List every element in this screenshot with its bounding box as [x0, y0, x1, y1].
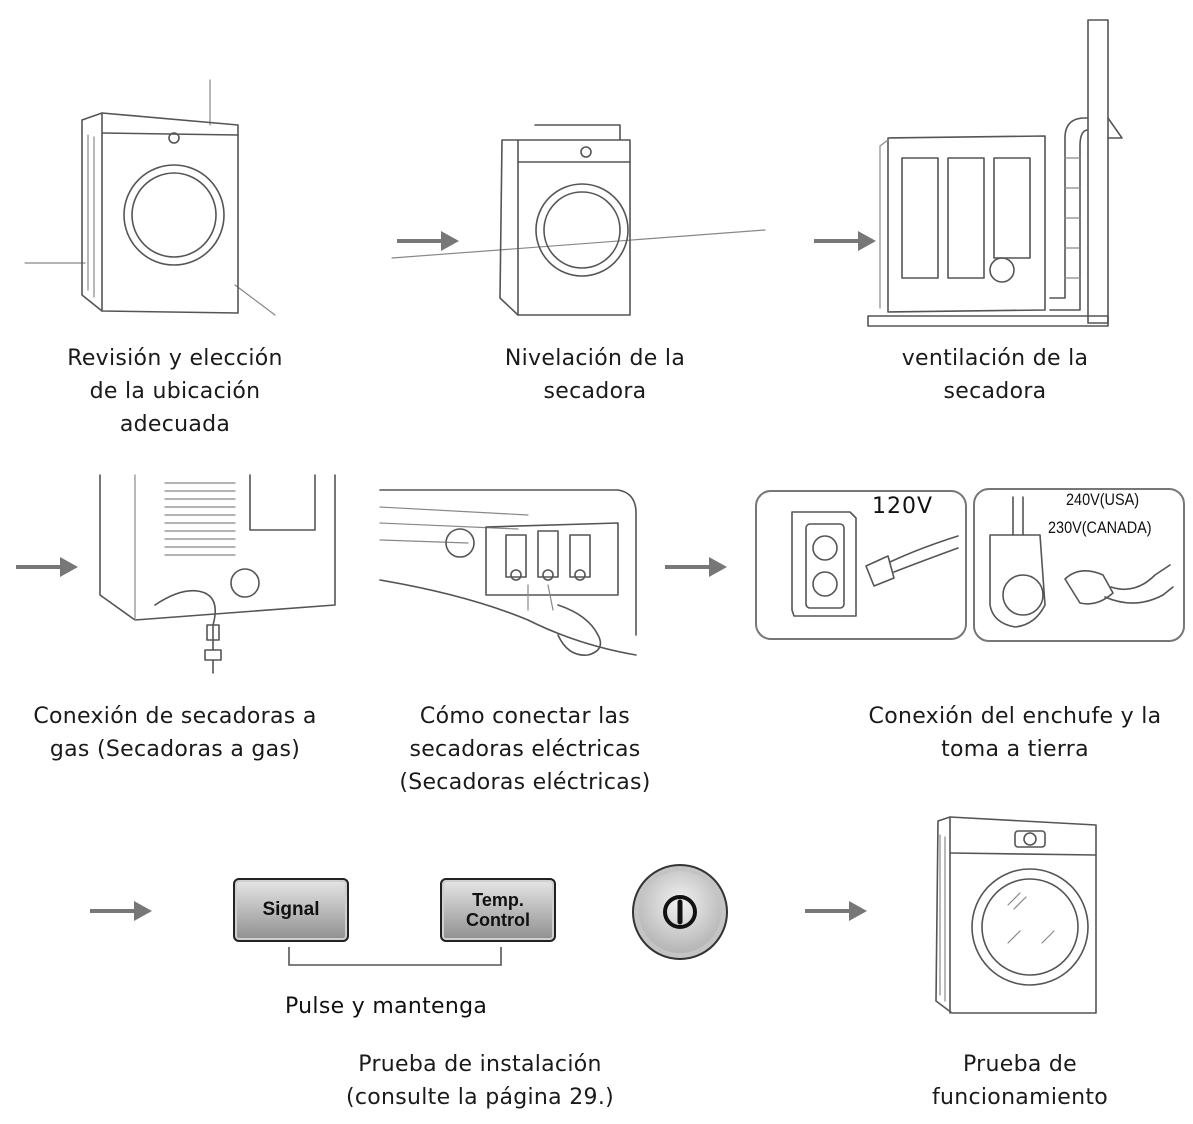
temp-control-button[interactable]: Temp.Control	[440, 878, 556, 942]
step-caption-install-test: Prueba de instalación(consulte la página…	[345, 1052, 615, 1110]
press-hold-bracket	[288, 947, 502, 966]
right-arrow-icon	[16, 557, 78, 577]
press-hold-label: Pulse y mantenga	[285, 994, 488, 1019]
right-arrow-icon	[90, 901, 152, 921]
dryer-venting-illustration	[867, 19, 1123, 327]
dryer-corner-illustration	[24, 79, 276, 316]
electric-terminal-illustration	[379, 489, 637, 656]
outlet-240v-illustration	[989, 496, 1174, 628]
right-arrow-icon	[814, 231, 876, 251]
right-arrow-icon	[805, 901, 867, 921]
dryer-leveling-illustration	[391, 124, 766, 316]
signal-button[interactable]: Signal	[233, 878, 349, 942]
gas-connection-illustration	[99, 474, 336, 674]
right-arrow-icon	[665, 557, 727, 577]
power-icon	[663, 895, 697, 929]
voltage-label-230v: 230V(CANADA)	[1048, 518, 1152, 537]
outlet-120v-panel	[755, 490, 967, 640]
voltage-label-120v: 120V	[872, 494, 934, 519]
dryer-final-illustration	[935, 816, 1097, 1014]
right-arrow-icon	[397, 231, 459, 251]
outlet-120v-illustration	[791, 511, 959, 617]
power-button[interactable]	[632, 864, 728, 960]
outlet-240v-panel	[973, 488, 1185, 642]
voltage-label-240v: 240V(USA)	[1066, 490, 1140, 509]
